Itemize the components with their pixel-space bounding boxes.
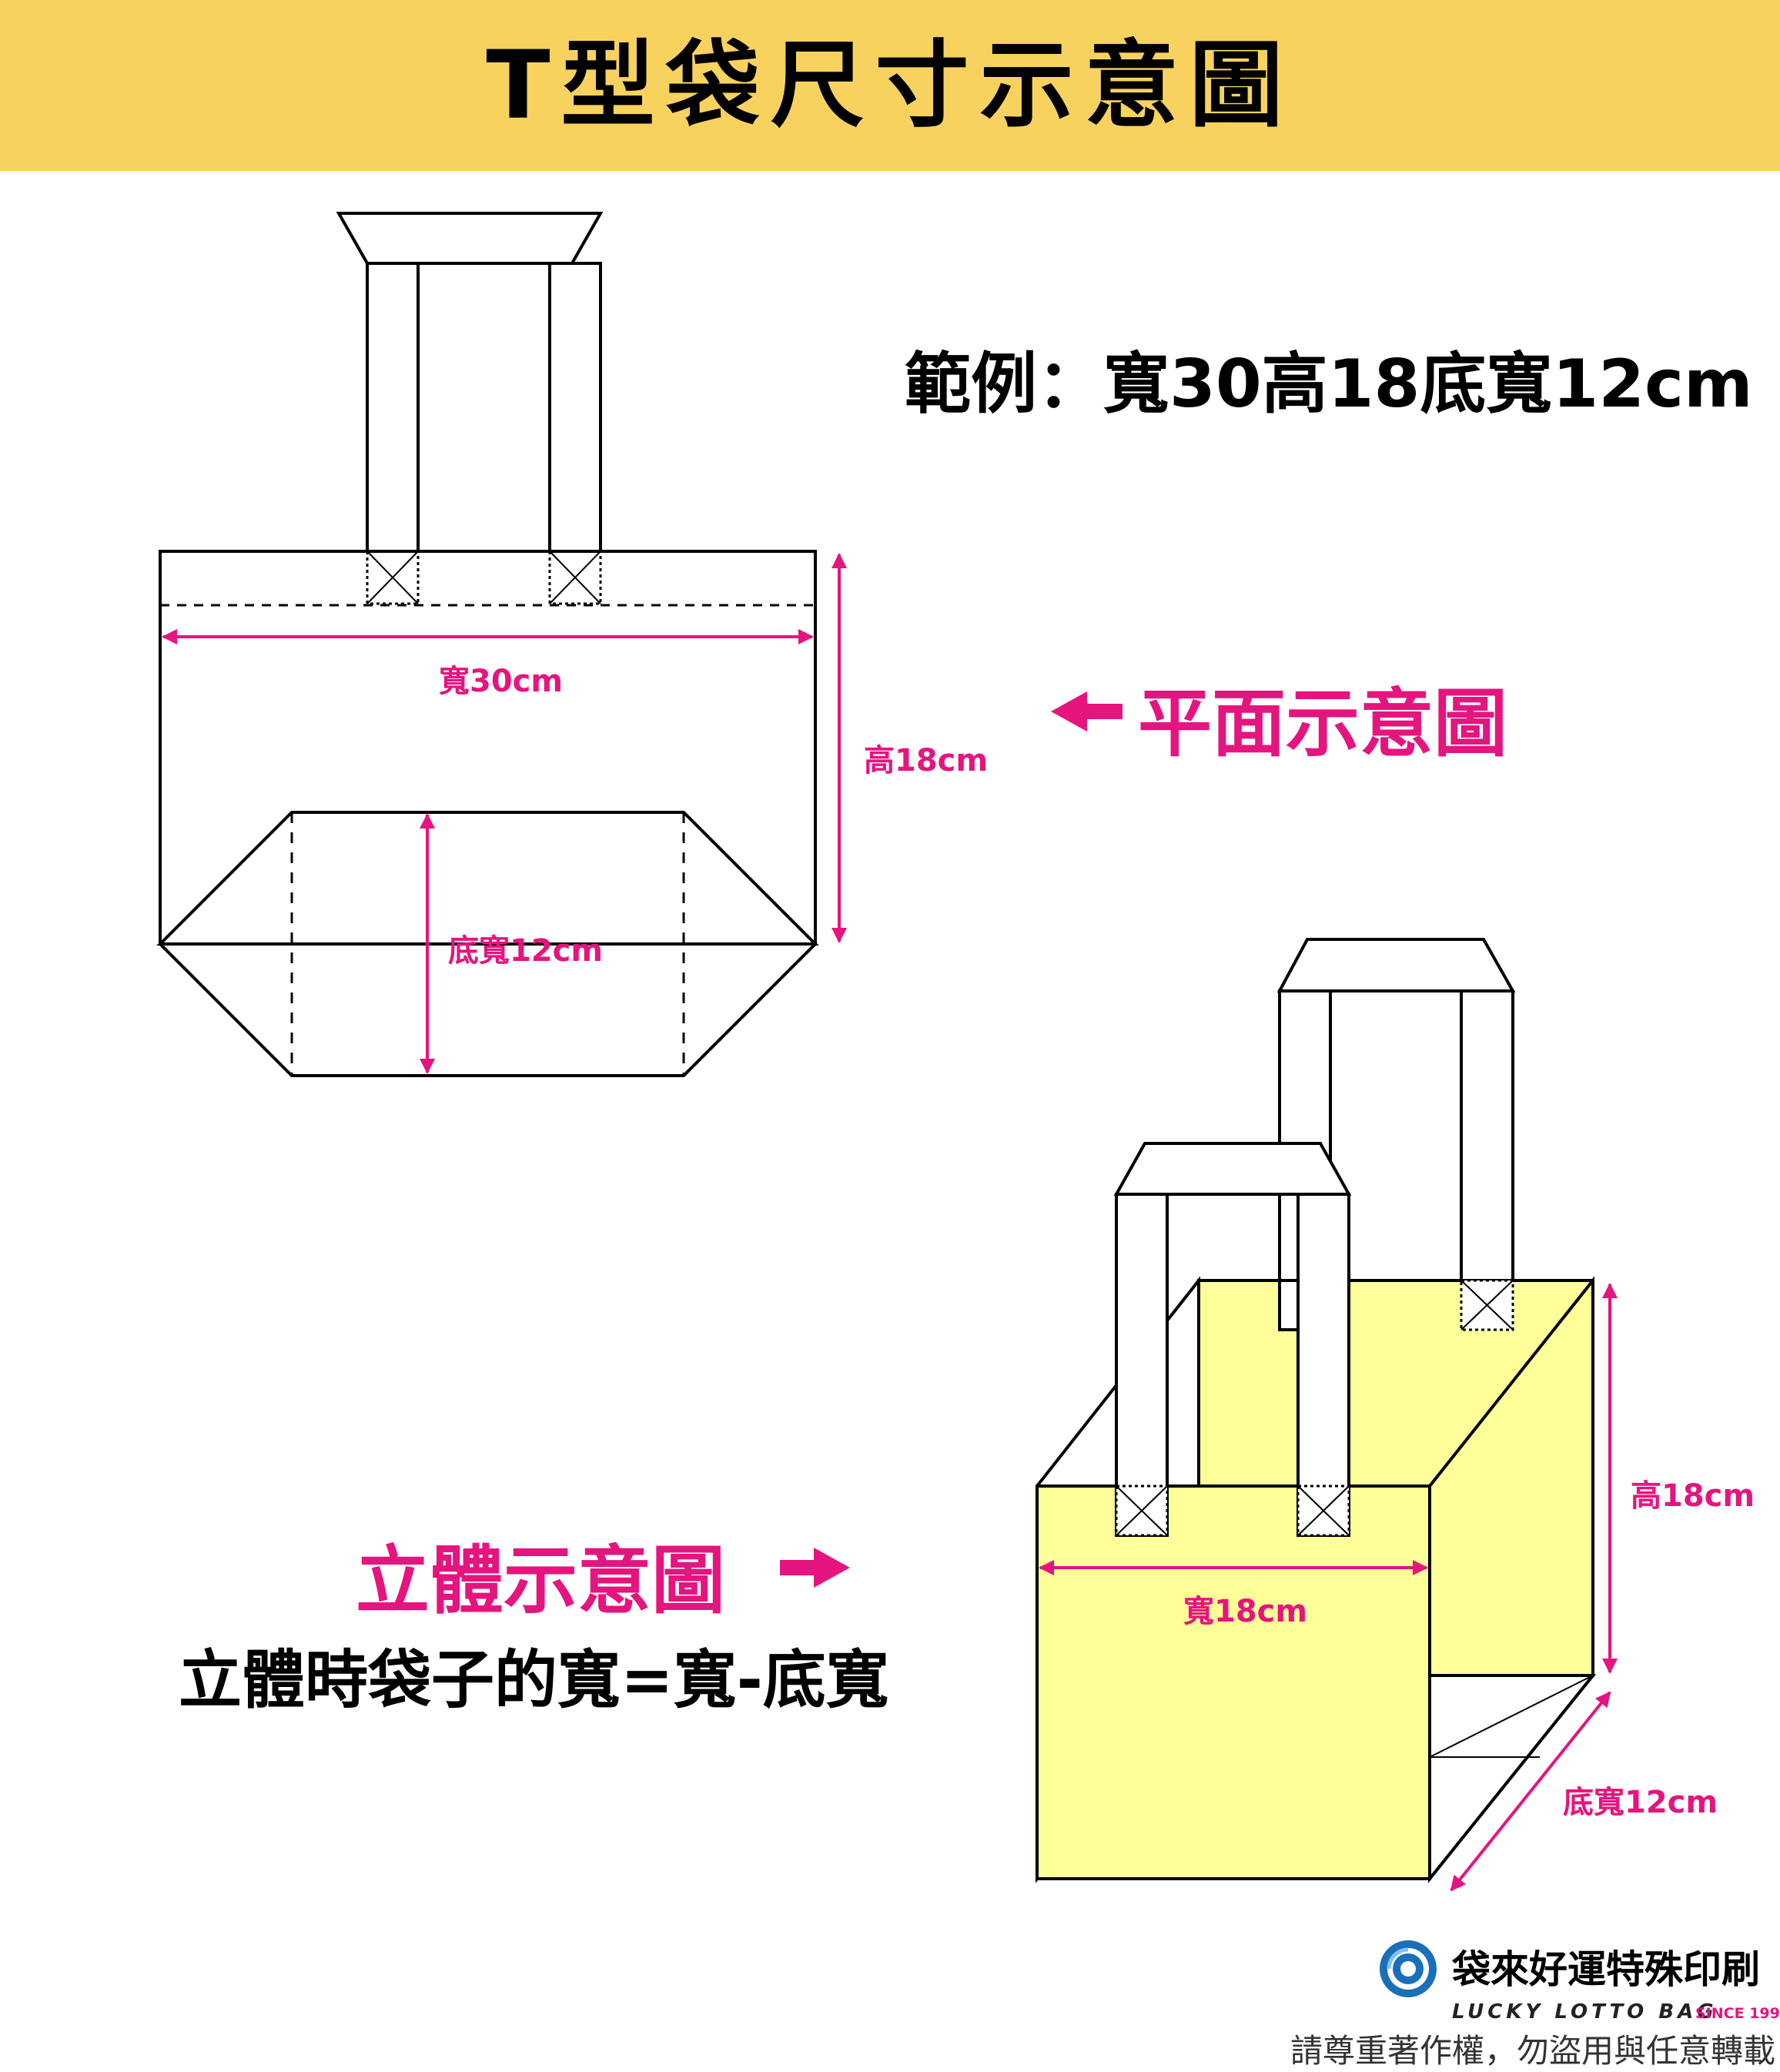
brand-logo-icon bbox=[1380, 1940, 1437, 1997]
flat-width-label: 寬30cm bbox=[439, 664, 564, 699]
example-text: 範例：寬30高18底寬12cm bbox=[905, 346, 1753, 423]
solid-dimension-arrows bbox=[1039, 1283, 1618, 1892]
solid-front-patch-right bbox=[1297, 1485, 1350, 1537]
solid-front-patch-left bbox=[1115, 1485, 1169, 1537]
flat-handle-patch-right bbox=[548, 550, 602, 605]
solid-bottom-label: 底寬12cm bbox=[1563, 1785, 1718, 1820]
solid-front-handle-top bbox=[1113, 1142, 1352, 1196]
flat-height-label: 高18cm bbox=[864, 743, 989, 778]
solid-back-patch-right bbox=[1460, 1279, 1514, 1331]
copyright-notice: 請尊重著作權，勿盜用與任意轉載 bbox=[1290, 2032, 1775, 2070]
brand-english-name: LUCKY LOTTO BAG bbox=[1452, 2000, 1718, 2023]
flat-bag-diagram bbox=[156, 212, 819, 1077]
solid-front-handle-right bbox=[1297, 1193, 1350, 1537]
solid-height-label: 高18cm bbox=[1631, 1478, 1755, 1514]
brand-name: 袋來好運特殊印刷 bbox=[1452, 1947, 1760, 1992]
solid-back-handle-top bbox=[1276, 938, 1516, 992]
solid-bag-diagram bbox=[1036, 938, 1597, 1883]
header-bar bbox=[0, 0, 1780, 171]
flat-pointer-arrow bbox=[1051, 691, 1123, 731]
solid-pointer-arrow bbox=[780, 1548, 850, 1588]
solid-front-panel bbox=[1036, 1485, 1431, 1880]
flat-handle-top bbox=[336, 212, 604, 265]
flat-handle-right-strap bbox=[548, 262, 602, 605]
flat-bottom-label: 底寬12cm bbox=[448, 933, 604, 969]
page-title: T型袋尺寸示意圖 bbox=[486, 31, 1294, 140]
solid-front-handle-left bbox=[1115, 1193, 1169, 1537]
flat-handle-patch-left bbox=[366, 550, 420, 605]
solid-width-label: 寬18cm bbox=[1183, 1594, 1308, 1629]
width-formula: 立體時袋子的寬=寬-底寬 bbox=[179, 1644, 889, 1717]
flat-dimension-arrows bbox=[162, 553, 847, 1074]
solid-back-handle-right bbox=[1460, 989, 1514, 1331]
brand-since: SINCE 1993 bbox=[1695, 2005, 1780, 2022]
flat-view-label: 平面示意圖 bbox=[1138, 681, 1507, 767]
solid-bottom-arrow bbox=[1450, 1691, 1611, 1892]
brand-block: 袋來好運特殊印刷 LUCKY LOTTO BAG SINCE 1993 bbox=[1378, 1933, 1780, 2064]
solid-view-label: 立體示意圖 bbox=[356, 1538, 725, 1624]
